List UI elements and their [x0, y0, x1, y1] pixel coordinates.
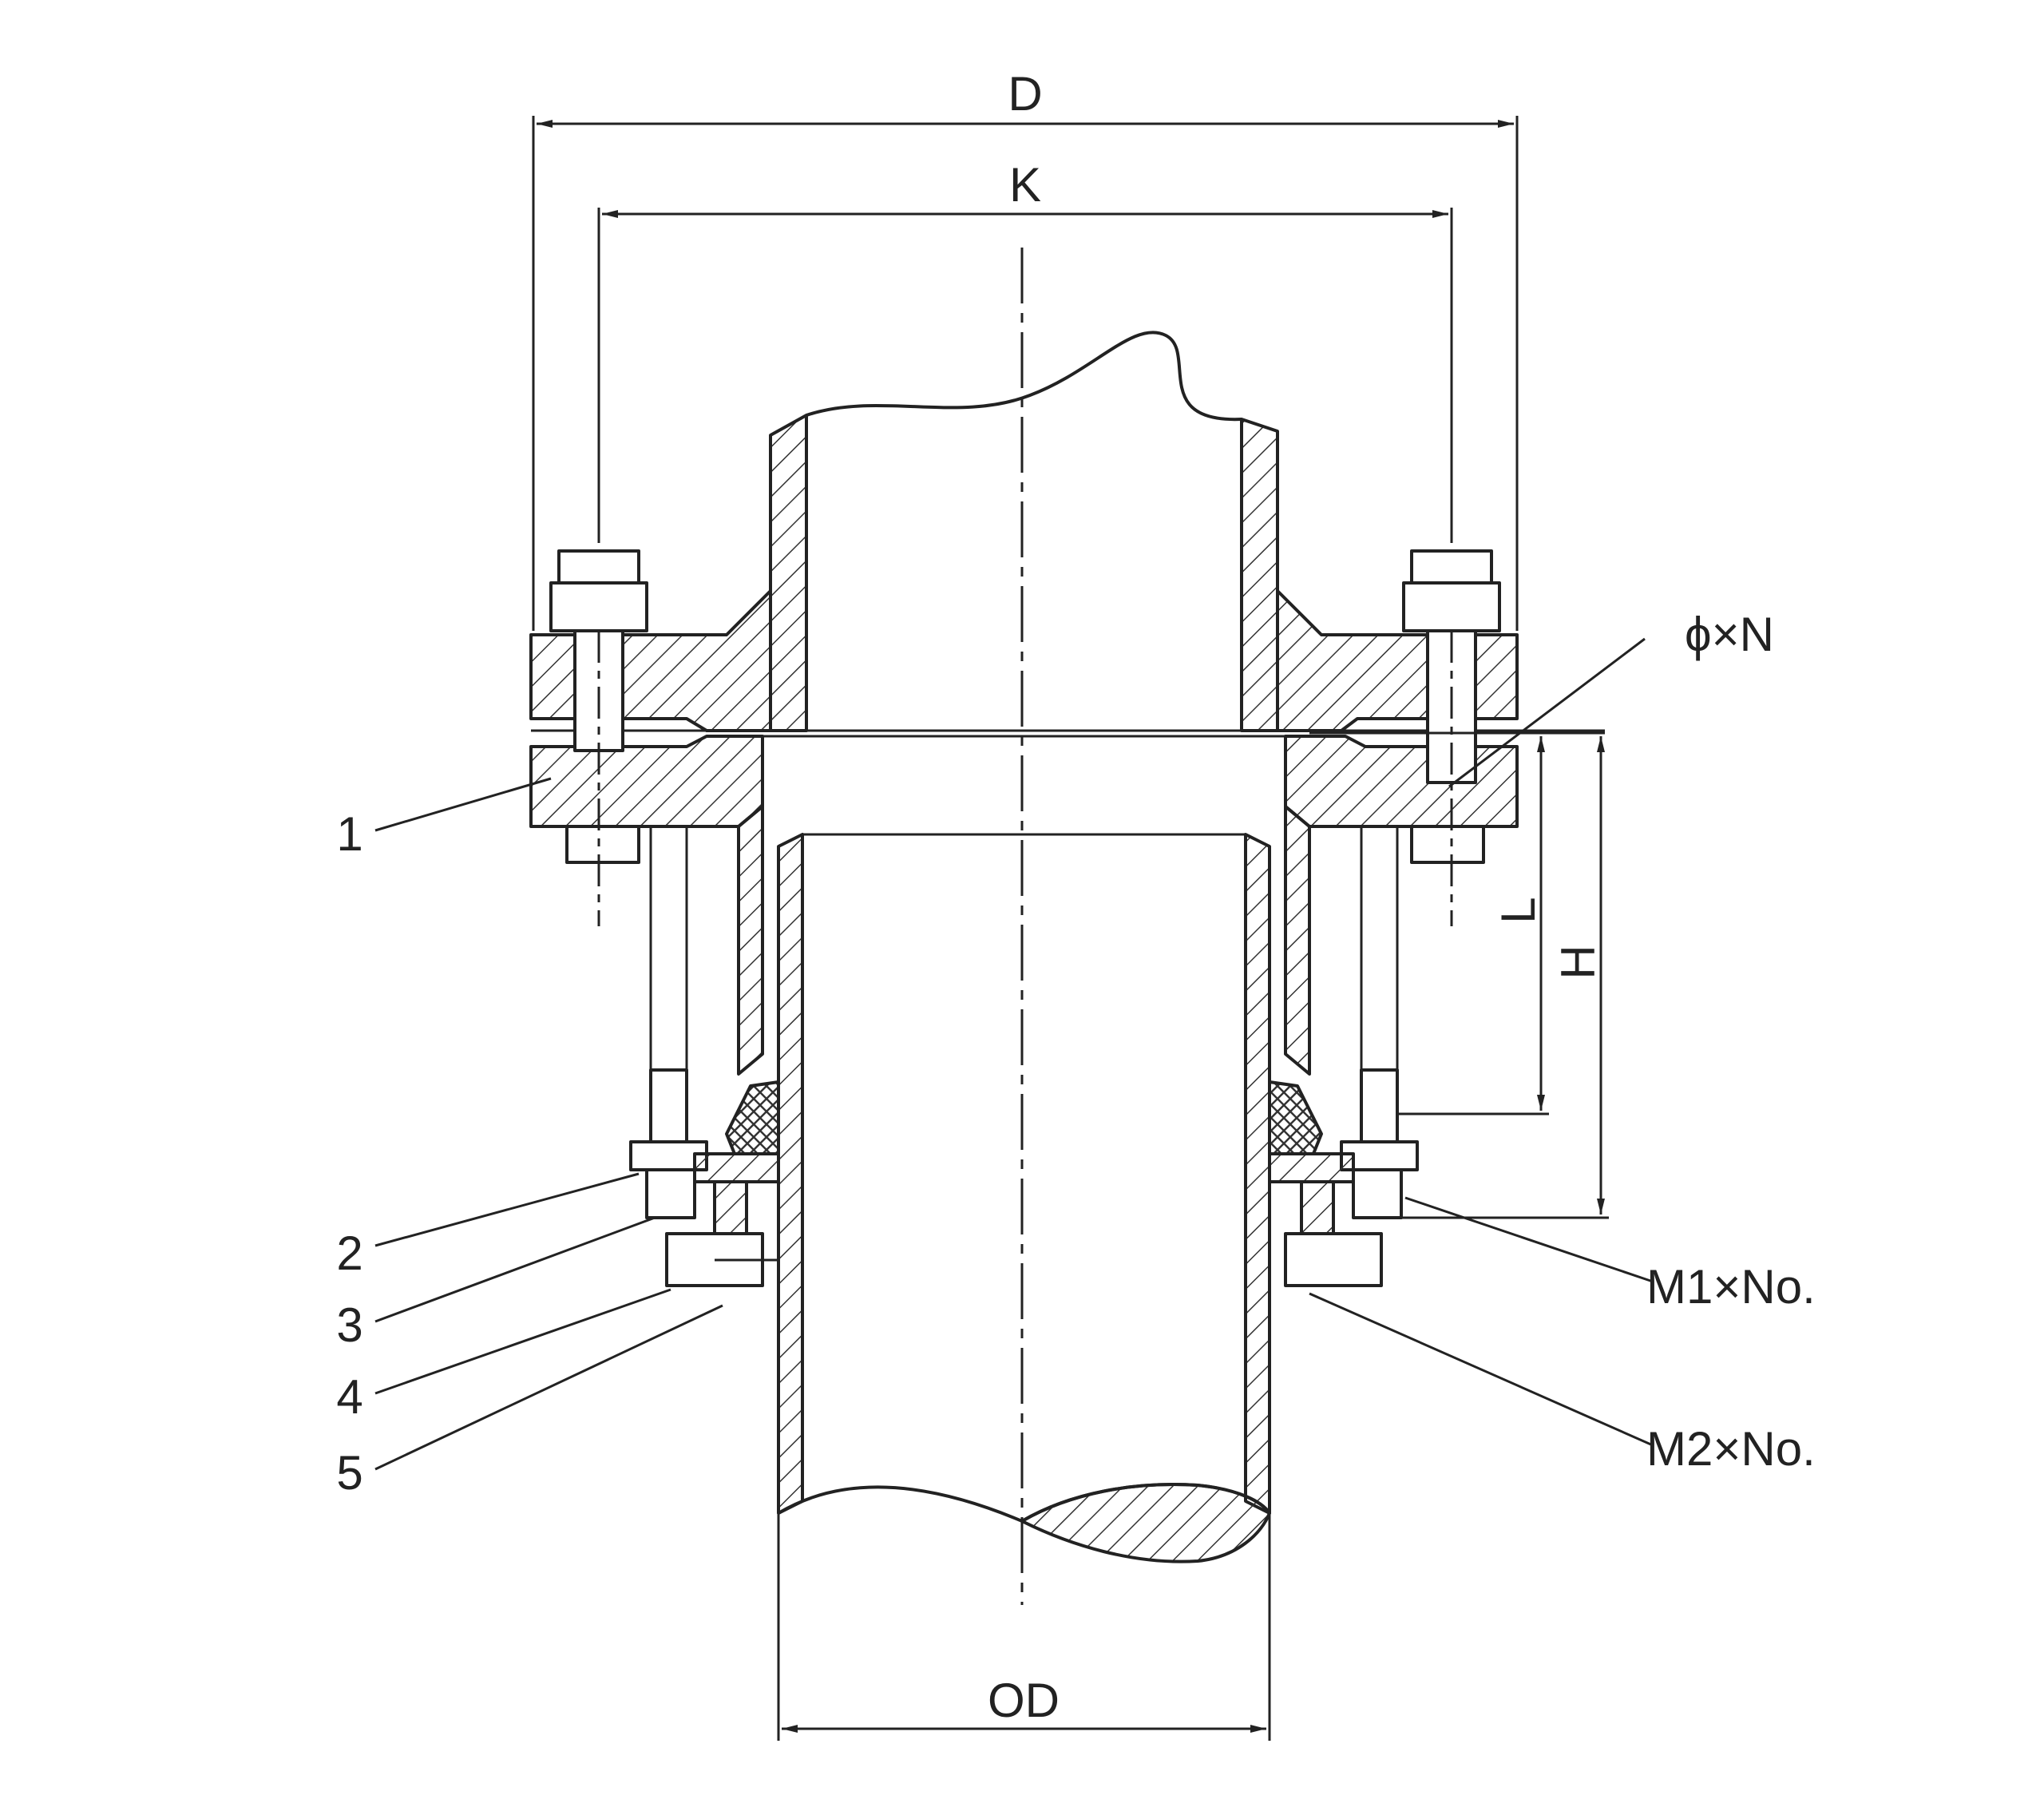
dimension-l [1309, 731, 1605, 1116]
label-l: L [1491, 897, 1545, 923]
left-packing [725, 1080, 780, 1155]
right-gland [1268, 1152, 1383, 1287]
label-m2: M2×No. [1646, 1422, 1816, 1476]
label-h: H [1551, 945, 1605, 979]
label-phi-n: ϕ×N [1685, 608, 1774, 661]
dimension-d [532, 116, 1519, 631]
callout-2: 2 [336, 1226, 362, 1280]
leader-lines [374, 637, 1654, 1471]
right-packing [1268, 1080, 1323, 1155]
callout-5: 5 [336, 1446, 362, 1500]
left-bolt [549, 549, 648, 926]
dimension-od [777, 1513, 1271, 1741]
label-d: D [1008, 67, 1042, 121]
label-od: OD [988, 1674, 1060, 1727]
right-bolt [1402, 549, 1501, 926]
lower-flange-body [529, 735, 1519, 1076]
callout-3: 3 [336, 1298, 362, 1352]
label-m1: M1×No. [1646, 1260, 1816, 1314]
inner-pipe [777, 833, 1271, 1563]
dimension-k [597, 208, 1453, 543]
upper-pipe-flange [529, 331, 1519, 732]
dimension-h [1401, 736, 1609, 1219]
callout-4: 4 [336, 1370, 362, 1424]
left-gland [665, 1152, 780, 1287]
label-k: K [1009, 158, 1041, 212]
callout-1: 1 [336, 807, 362, 861]
